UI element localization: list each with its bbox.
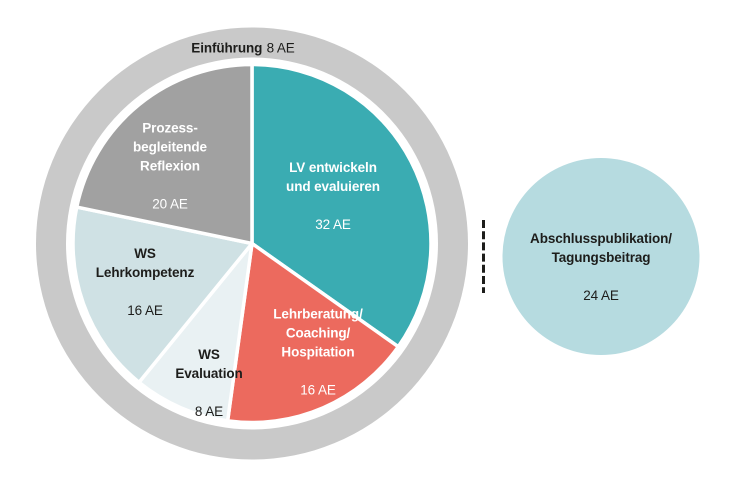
slice-label-value: 16 AE [127,303,163,318]
slice-label-lv-entwickeln: LV entwickeln und evaluieren 32 AE [286,139,380,253]
slice-label-text: WS Lehrkompetenz [95,246,195,280]
pie-slices [71,62,433,425]
slice-label-text: Lehrberatung/ Coaching/ Hospitation [273,306,363,360]
slice-label-value: 20 AE [152,196,188,212]
slice-label-lehrberatung: Lehrberatung/ Coaching/ Hospitation 16 A… [273,286,363,419]
pie-slice-prozessbegleitende-reflexion [74,62,254,246]
slice-label-value: 16 AE [300,382,336,398]
slice-label-ws-lehrkompetenz: WS Lehrkompetenz 16 AE [95,225,195,339]
slice-label-prozess-reflexion: Prozess- begleitende Reflexion 20 AE [133,100,207,233]
pie-slice-ws-lehrkompetenz [71,205,254,385]
ring-label-text: Einführung [191,40,263,56]
pie-slice-ws-evaluation [137,241,254,423]
slice-label-value: 8 AE [194,404,224,419]
circle-label-value: 24 AE [583,288,619,303]
circle-label-abschlusspublikation: Abschlusspublikation/ Tagungsbeitrag 24 … [530,210,672,324]
pie-slice-lv-entwickeln-und-evaluieren [250,62,433,349]
pie-slice-lehrberatung-coaching-hospitation [225,241,400,425]
slice-label-text: LV entwickeln und evaluieren [286,160,380,194]
slice-label-text: Prozess- begleitende Reflexion [133,120,207,174]
slice-label-text: WS Evaluation [175,347,243,381]
abschluss-circle [502,158,700,355]
circle-label-text: Abschlusspublikation/ Tagungsbeitrag [530,231,672,265]
ring-label-value: 8 AE [266,40,295,56]
slice-label-value: 32 AE [315,217,351,232]
slice-label-ws-evaluation: WS Evaluation 8 AE [175,326,242,440]
